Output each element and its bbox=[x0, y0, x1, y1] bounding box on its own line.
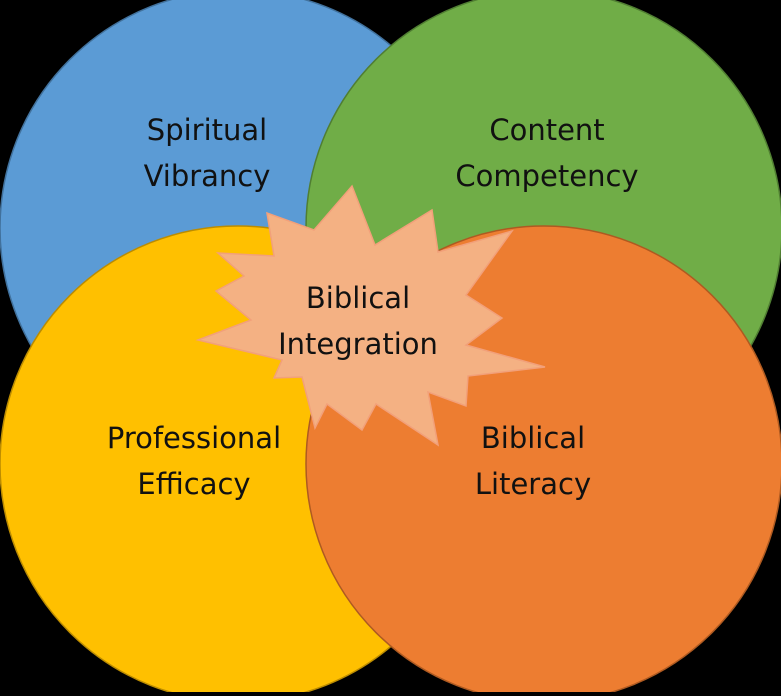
label-professional-efficacy-line1: Professional bbox=[106, 421, 282, 455]
label-content-competency-line2: Competency bbox=[455, 159, 639, 193]
label-biblical-integration: Biblical Integration bbox=[263, 275, 453, 367]
label-spiritual-vibrancy-line2: Vibrancy bbox=[143, 159, 271, 193]
label-biblical-integration-line1: Biblical bbox=[305, 281, 411, 315]
label-spiritual-vibrancy-line1: Spiritual bbox=[146, 113, 268, 147]
label-biblical-literacy: Biblical Literacy bbox=[433, 415, 633, 507]
label-professional-efficacy: Professional Efficacy bbox=[84, 415, 304, 507]
label-biblical-integration-line2: Integration bbox=[278, 327, 438, 361]
label-spiritual-vibrancy: Spiritual Vibrancy bbox=[103, 107, 311, 199]
label-content-competency-line1: Content bbox=[489, 113, 605, 147]
biblical-integration-starburst bbox=[195, 184, 546, 447]
label-biblical-literacy-line2: Literacy bbox=[474, 467, 592, 501]
label-content-competency: Content Competency bbox=[437, 107, 657, 199]
label-biblical-literacy-line1: Biblical bbox=[480, 421, 586, 455]
label-professional-efficacy-line2: Efficacy bbox=[137, 467, 251, 501]
